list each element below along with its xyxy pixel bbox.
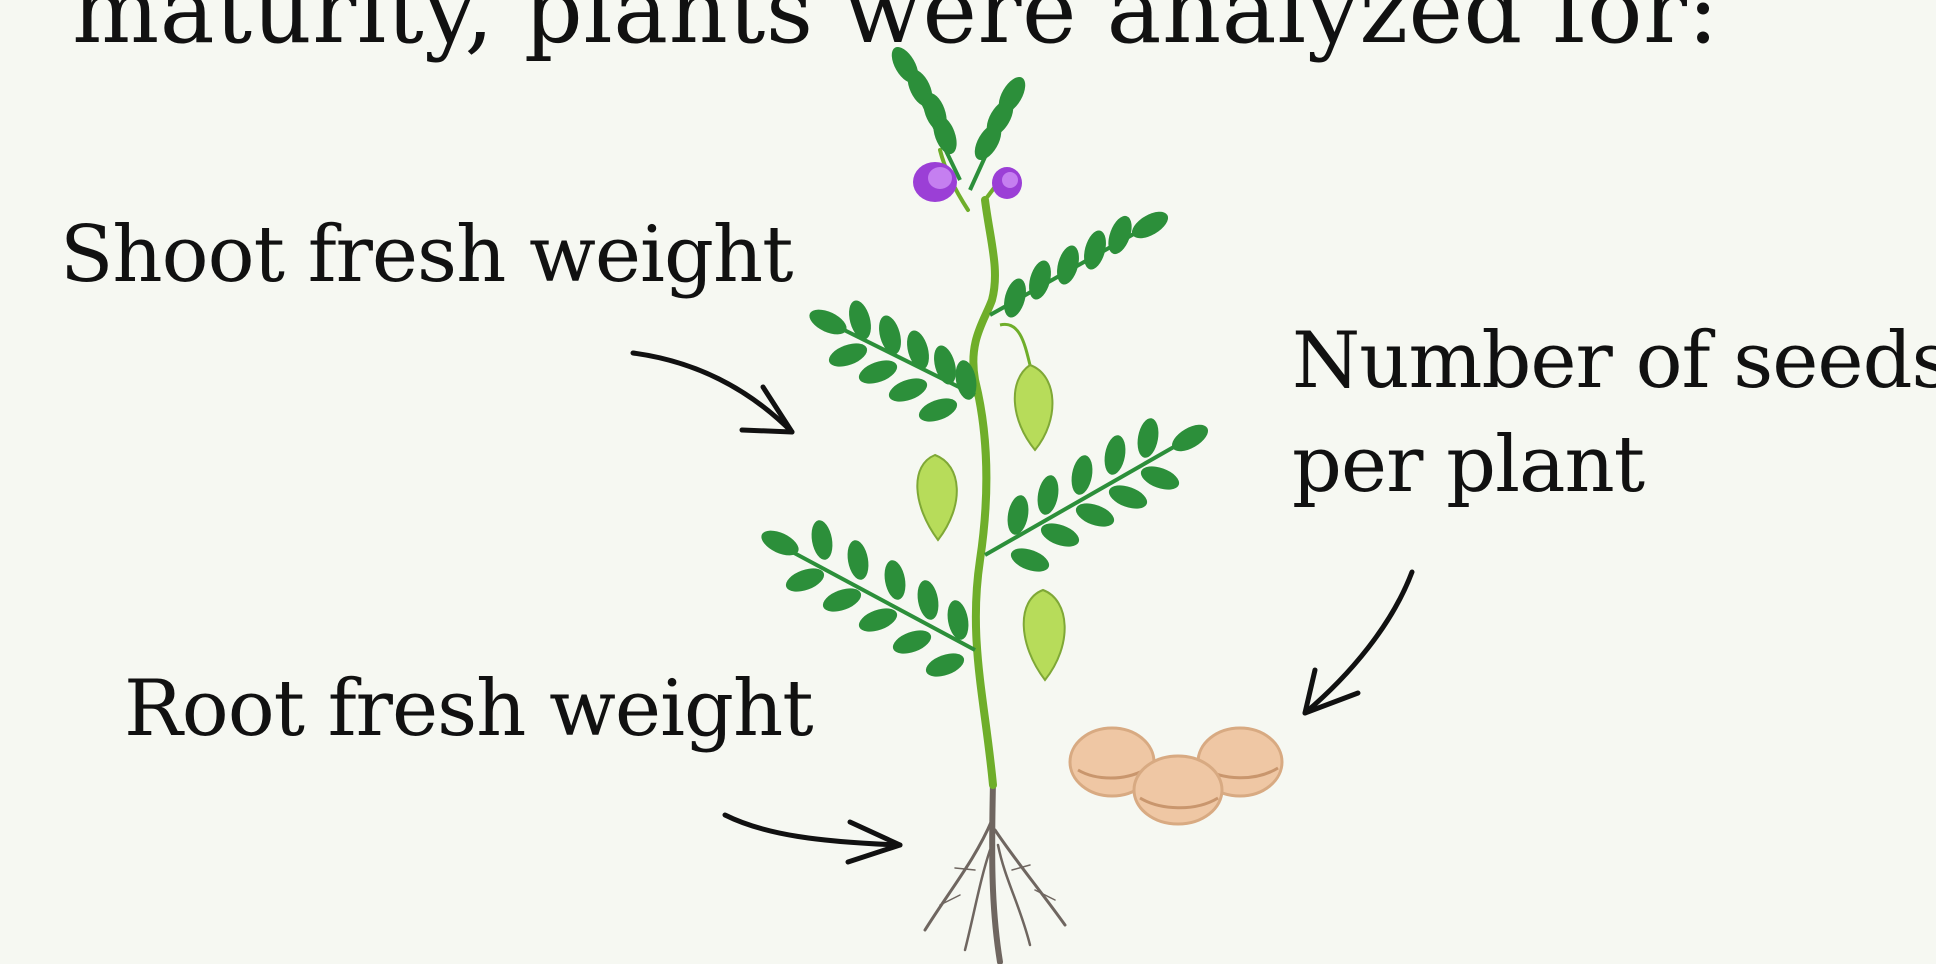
shoot-arrow [633, 353, 792, 432]
upper-right-leaf [990, 206, 1172, 320]
right-middle-leaf [985, 417, 1212, 577]
root-arrow [725, 815, 900, 862]
seeds-arrow [1305, 572, 1412, 713]
seed-icon [1070, 728, 1282, 824]
left-lower-leaf [758, 519, 975, 682]
root-system [925, 780, 1065, 962]
flower-icon [913, 162, 1022, 202]
chickpea-plant-illustration [758, 43, 1213, 962]
left-upper-leaf [806, 298, 980, 426]
